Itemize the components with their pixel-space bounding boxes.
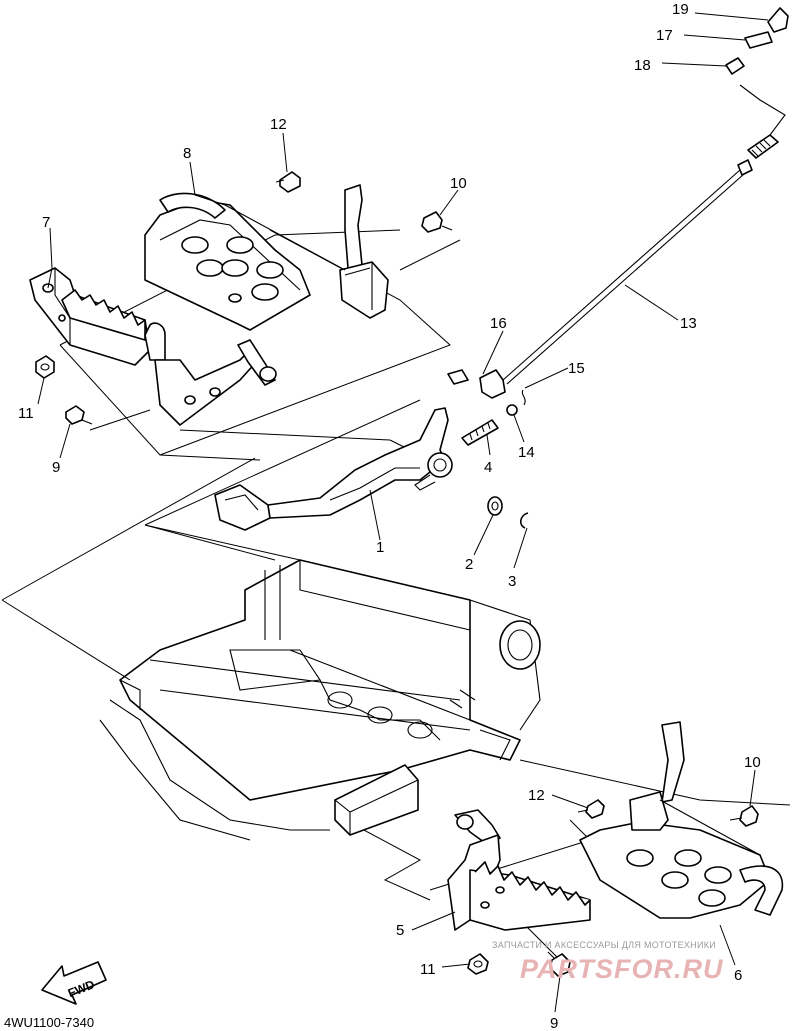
leader-lines <box>37 12 769 1013</box>
callout-15: 15 <box>568 360 585 377</box>
callout-labels: 12 8 10 7 11 9 16 15 13 4 14 1 2 3 19 17… <box>18 1 761 1031</box>
watermark: ЗАПЧАСТИ И АКСЕССУАРЫ ДЛЯ МОТОТЕХНИКИ PA… <box>492 940 724 984</box>
callout-7: 7 <box>42 214 50 231</box>
callout-17: 17 <box>656 27 673 44</box>
callout-10-top: 10 <box>450 175 467 192</box>
callout-12-top: 12 <box>270 116 287 133</box>
callout-9-bottom: 9 <box>550 1015 558 1031</box>
brake-small-parts <box>447 369 529 529</box>
callout-6: 6 <box>734 967 742 984</box>
callout-4: 4 <box>484 459 492 476</box>
footrest-plate-left <box>144 184 389 331</box>
frame-assembly <box>99 559 541 841</box>
callout-12-bottom: 12 <box>528 787 545 804</box>
footpeg-right <box>447 809 591 931</box>
callout-11-left: 11 <box>18 405 34 422</box>
watermark-brand: PARTSFOR.RU <box>520 954 724 984</box>
catalog-code: 4WU1100-7340 <box>4 1015 94 1030</box>
brake-cable <box>502 7 789 385</box>
callout-13: 13 <box>680 315 697 332</box>
footpeg-left <box>29 267 277 426</box>
callout-11-bottom: 11 <box>420 961 436 978</box>
fasteners <box>35 171 759 977</box>
callout-8: 8 <box>183 145 191 162</box>
brake-pedal <box>214 407 453 531</box>
callout-16: 16 <box>490 315 507 332</box>
callout-1: 1 <box>376 539 384 556</box>
footrest-plate-right <box>579 721 784 919</box>
callout-14: 14 <box>518 444 535 461</box>
callout-10-bottom: 10 <box>744 754 761 771</box>
callout-2: 2 <box>465 556 473 573</box>
callout-19: 19 <box>672 1 689 18</box>
callout-9-left: 9 <box>52 459 60 476</box>
callout-5: 5 <box>396 922 404 939</box>
frame-bracket <box>334 764 419 836</box>
watermark-text: ЗАПЧАСТИ И АКСЕССУАРЫ ДЛЯ МОТОТЕХНИКИ <box>492 940 716 950</box>
callout-18: 18 <box>634 57 651 74</box>
forward-arrow-icon: FWD <box>41 961 107 1005</box>
callout-3: 3 <box>508 573 516 590</box>
